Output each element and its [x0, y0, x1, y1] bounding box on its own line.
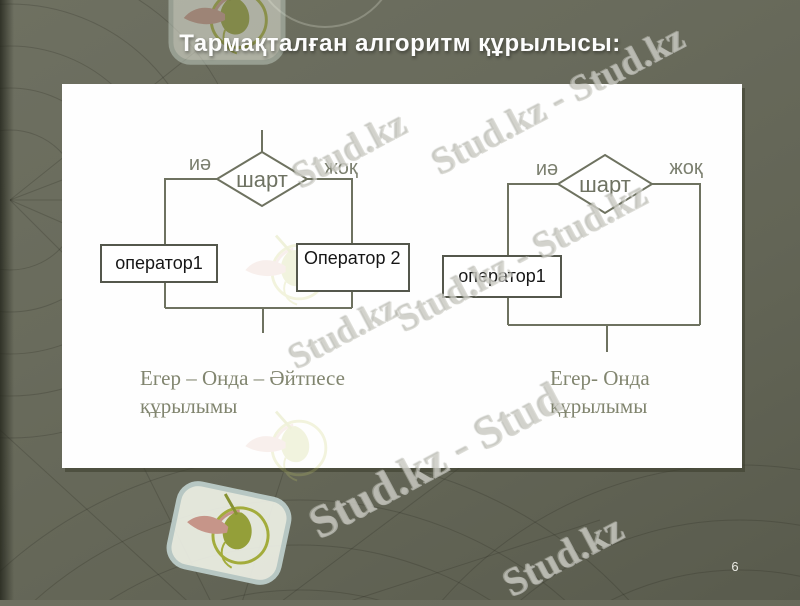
fc2-no-connector-line — [652, 183, 701, 325]
fc2-operator1-box: оператор1 — [442, 255, 562, 298]
stud-kz-hummingbird-logo-watermark — [245, 410, 328, 482]
stud-kz-hummingbird-logo — [168, 0, 286, 65]
stud-kz-hummingbird-logo — [166, 481, 292, 585]
fc2-no-label: жоқ — [669, 157, 703, 179]
fc2-yes-connector-line — [507, 183, 558, 255]
fc1-yes-label: иә — [188, 153, 212, 175]
fc1-no-label: жоқ — [324, 157, 358, 179]
fc1-caption-line2: құрылымы — [140, 394, 238, 419]
content-panel: иә жоқ шарт оператор1 Оператор 2 Егер – … — [62, 84, 742, 482]
fc1-operator1-box: оператор1 — [100, 244, 218, 283]
fc2-caption: Егер- Онда құрылымы — [550, 364, 730, 421]
fc2-condition-diamond — [556, 153, 654, 215]
fc1-yes-connector-line — [164, 178, 217, 244]
left-edge-shadow — [0, 0, 14, 600]
fc1-condition-label: шарт — [236, 167, 288, 192]
flowchart-lines — [164, 130, 701, 352]
fc2-caption-line2: құрылымы — [550, 394, 648, 419]
page-number: 6 — [731, 559, 739, 574]
fc1-join-lines — [164, 283, 353, 333]
fc2-caption-line1: Егер- Онда — [550, 366, 650, 390]
fc1-caption: Егер – Онда – Әйтпесе құрылымы — [140, 364, 370, 421]
fc1-condition-diamond — [215, 150, 309, 208]
fc1-operator2-box: Оператор 2 — [296, 243, 410, 292]
fc2-join-lines — [507, 298, 700, 352]
fc1-caption-line1: Егер – Онда – Әйтпесе — [140, 366, 345, 390]
fc1-no-connector-line — [307, 178, 353, 243]
slide-title: Тармақталған алгоритм құрылысы: — [179, 30, 621, 57]
fc2-condition-label: шарт — [579, 172, 631, 197]
fc2-yes-label: иә — [535, 158, 559, 180]
